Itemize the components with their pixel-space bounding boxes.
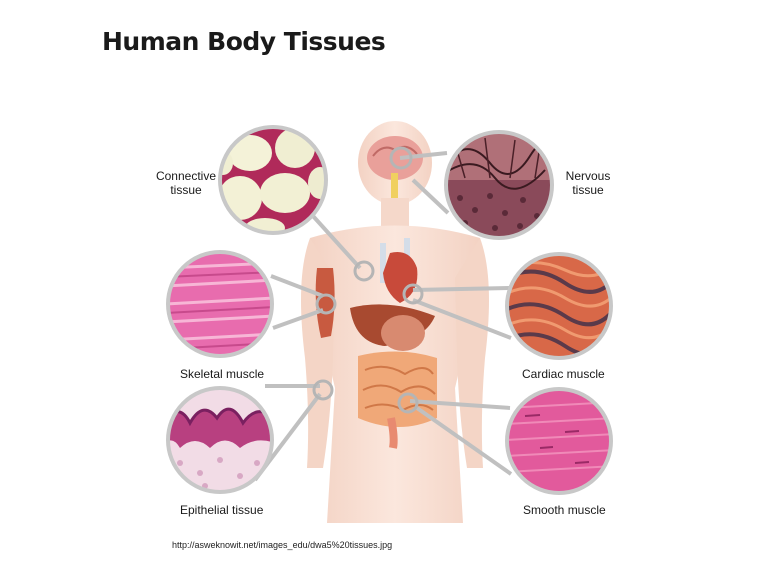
label-connective-tissue: Connective tissue	[148, 169, 224, 197]
heart-icon	[380, 238, 418, 303]
connector-lines	[253, 151, 513, 482]
label-connective-line1: Connective tissue	[155, 169, 217, 197]
label-skeletal-muscle: Skeletal muscle	[180, 367, 265, 381]
magnifier-rings	[312, 146, 424, 414]
label-cardiac-muscle: Cardiac muscle	[522, 367, 605, 381]
label-smooth-muscle: Smooth muscle	[523, 503, 606, 517]
tissue-diagram	[145, 118, 625, 528]
diagram-svg	[166, 121, 613, 523]
liver-icon	[350, 304, 435, 351]
label-nervous-text: Nervous tissue	[565, 169, 611, 197]
smooth-muscle-image	[505, 387, 613, 495]
page-title: Human Body Tissues	[102, 27, 386, 56]
skeletal-muscle-image	[166, 250, 274, 358]
label-epithelial-tissue: Epithelial tissue	[180, 503, 264, 517]
connective-tissue-image	[218, 125, 328, 235]
label-nervous-tissue: Nervous tissue	[556, 169, 620, 197]
source-url: http://asweknowit.net/images_edu/dwa5%20…	[172, 540, 393, 550]
epithelial-tissue-image	[166, 386, 274, 494]
nervous-tissue-image	[444, 130, 554, 240]
cardiac-muscle-image	[505, 252, 613, 360]
arm-muscle-icon	[315, 268, 335, 338]
